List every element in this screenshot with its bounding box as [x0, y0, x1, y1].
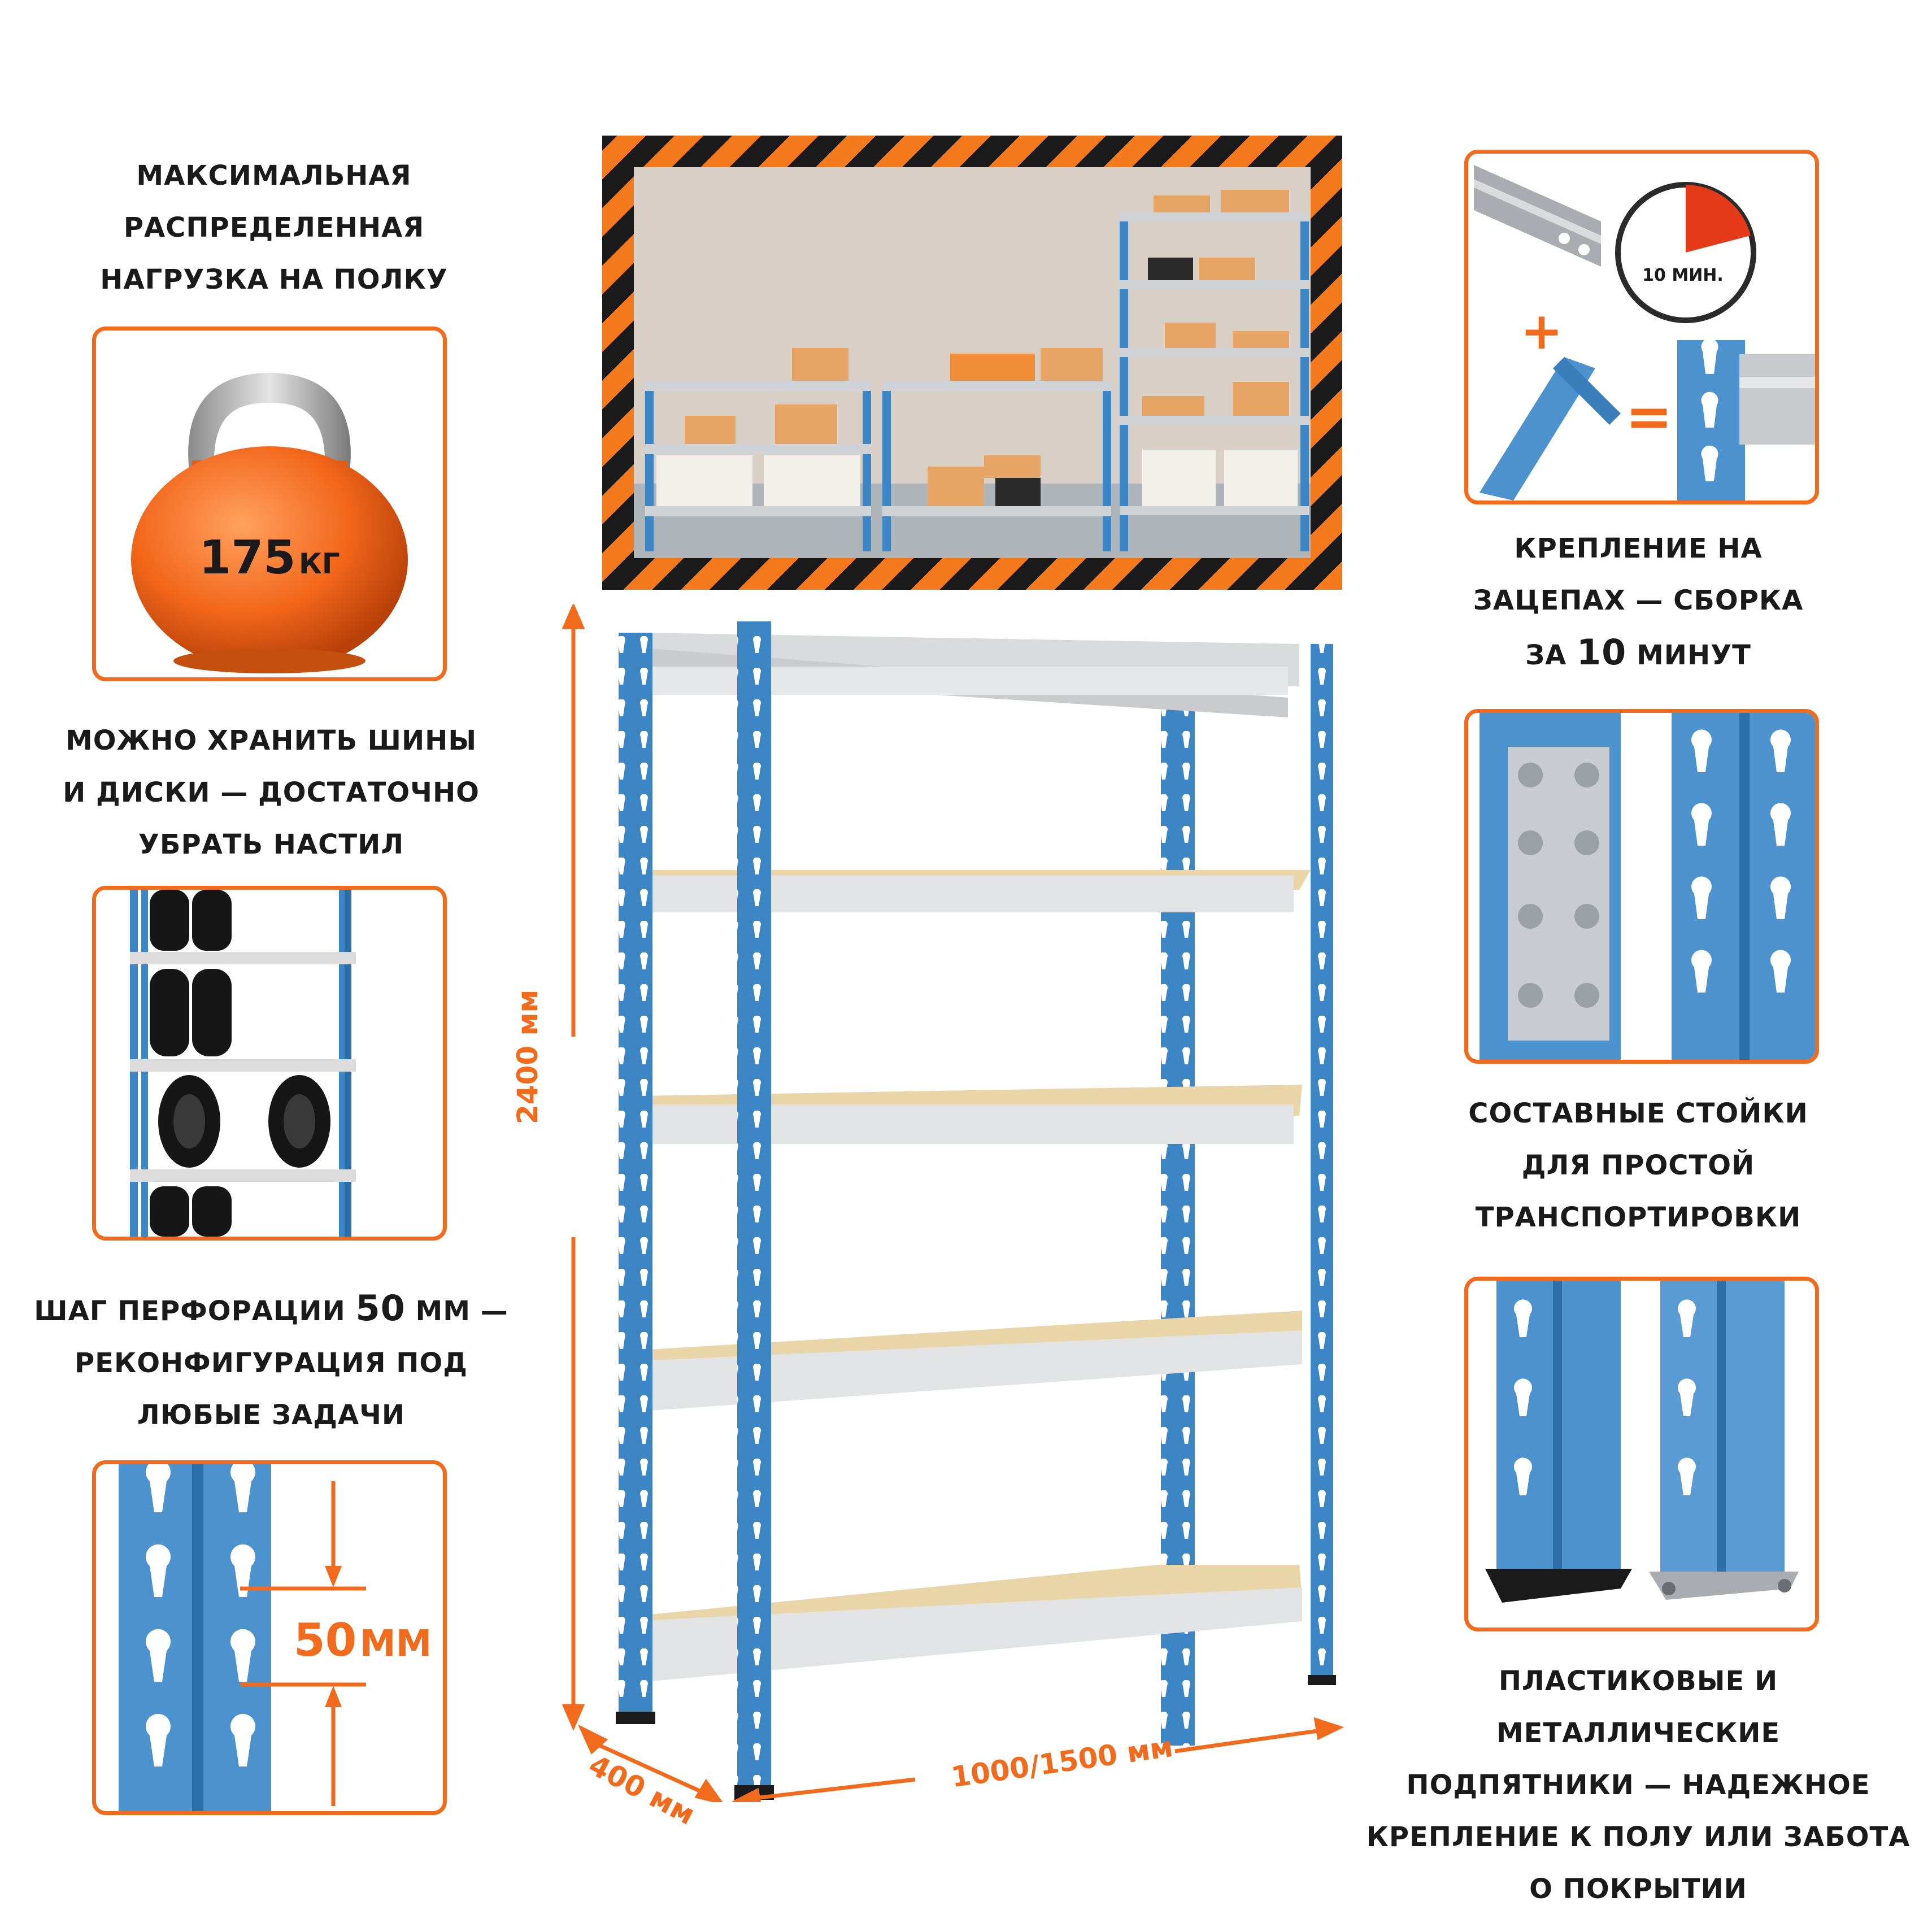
- equals-icon: =: [1625, 384, 1673, 450]
- feet-panel: [1464, 1277, 1819, 1631]
- timer-label: 10 МИН.: [1642, 266, 1724, 285]
- assembly-panel: 10 МИН. + =: [1464, 150, 1819, 504]
- upright-front-right: [737, 621, 771, 1796]
- hook-assembly-image: 10 МИН. + =: [1474, 165, 1815, 501]
- perforation-panel: 50 ММ: [92, 1460, 447, 1815]
- tires-caption: МОЖНО ХРАНИТЬ ШИНЫ И ДИСКИ — ДОСТАТОЧНО …: [63, 725, 480, 860]
- shelf-3: [627, 1085, 1302, 1144]
- depth-arrow: [586, 1738, 713, 1799]
- upright-back-right: [1311, 644, 1333, 1678]
- perforation-caption: ШАГ ПЕРФОРАЦИИ 50 ММ — РЕКОНФИГУРАЦИЯ ПО…: [34, 1287, 508, 1431]
- shelf-5: [627, 1565, 1302, 1683]
- tires-panel: [92, 886, 447, 1241]
- shelf-2: [627, 870, 1311, 912]
- plastic-foot-icon: [1485, 1569, 1632, 1603]
- tire-rack-image: [130, 890, 356, 1237]
- upright-front-left: [619, 633, 652, 1717]
- metal-foot-icon: [1649, 1572, 1799, 1600]
- shelving-unit-diagram: [562, 604, 1344, 1802]
- perforation-value-label: 50 ММ: [294, 1614, 432, 1666]
- height-dimension-label: 2400 мм: [511, 989, 544, 1124]
- feet-caption: ПЛАСТИКОВЫЕ И МЕТАЛЛИЧЕСКИЕ ПОДПЯТНИКИ —…: [1366, 1665, 1911, 1905]
- foot-plates-image: [1485, 1281, 1799, 1603]
- composite-upright-image: [1480, 713, 1815, 1060]
- perforated-upright-image: [119, 1464, 366, 1811]
- shelf-1: [627, 633, 1299, 717]
- warehouse-scene: [634, 167, 1311, 558]
- uprights-caption: СОСТАВНЫЕ СТОЙКИ ДЛЯ ПРОСТОЙ ТРАНСПОРТИР…: [1468, 1098, 1808, 1233]
- shelf-4: [627, 1311, 1302, 1412]
- width-arrow: [745, 1777, 916, 1802]
- load-panel: 175 КГ: [92, 327, 447, 681]
- plus-icon: +: [1520, 302, 1563, 361]
- load-caption: МАКСИМАЛЬНАЯ РАСПРЕДЕЛЕННАЯ НАГРУЗКА НА …: [100, 160, 448, 295]
- load-value-label: 175 КГ: [199, 531, 340, 585]
- warehouse-photo: [602, 136, 1342, 590]
- height-arrow: [562, 604, 585, 1731]
- assembly-caption: КРЕПЛЕНИЕ НА ЗАЦЕПАХ — СБОРКА ЗА 10 МИНУ…: [1473, 533, 1804, 673]
- kettlebell-icon: [131, 373, 408, 673]
- uprights-panel: [1464, 709, 1819, 1064]
